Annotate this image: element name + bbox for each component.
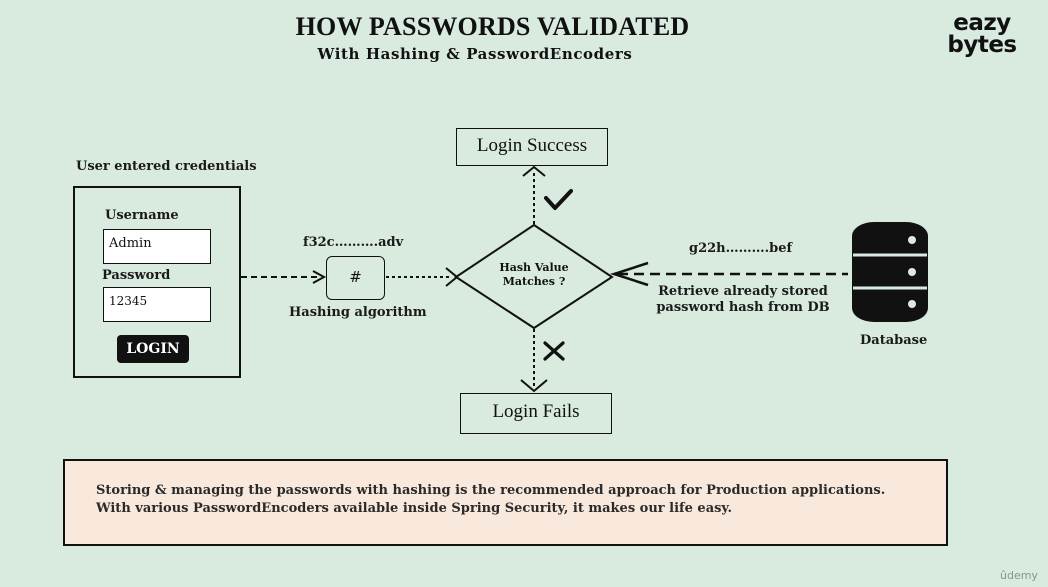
eazybytes-logo: eazy bytes — [946, 10, 1018, 58]
cross-icon — [543, 341, 565, 361]
slide-subtitle: With Hashing & PasswordEncoders — [317, 45, 633, 63]
hash-icon: # — [326, 256, 385, 300]
password-field[interactable]: 12345 — [103, 287, 211, 322]
arrowhead-from-db — [609, 261, 649, 287]
arrowhead-to-fail — [520, 379, 548, 393]
login-button[interactable]: LOGIN — [117, 335, 189, 363]
arrowhead-to-hash — [312, 270, 327, 284]
retrieve-line-2: password hash from DB — [656, 300, 830, 315]
recommendation-note: Storing & managing the passwords with ha… — [63, 459, 948, 546]
retrieve-hash-label: Retrieve already stored password hash fr… — [650, 284, 836, 316]
hashing-algorithm-label: Hashing algorithm — [289, 305, 427, 320]
database-label: Database — [860, 333, 928, 348]
slide-title: HOW PASSWORDS VALIDATED — [295, 12, 690, 41]
login-fails-box: Login Fails — [460, 393, 612, 434]
username-field[interactable]: Admin — [103, 229, 211, 264]
stored-hash-label: g22h……….bef — [689, 241, 793, 256]
hash-value-label: f32c……….adv — [303, 235, 404, 250]
password-label: Password — [102, 268, 171, 283]
decision-diamond — [454, 223, 614, 330]
database-icon — [852, 222, 928, 322]
credentials-caption: User entered credentials — [76, 159, 257, 174]
checkmark-icon — [544, 189, 573, 210]
decision-label: Hash Value Matches ? — [478, 261, 590, 289]
udemy-watermark: ûdemy — [1000, 569, 1038, 582]
decision-line-1: Hash Value — [499, 261, 569, 274]
logo-line-1: eazy — [953, 10, 1011, 36]
retrieve-line-1: Retrieve already stored — [658, 284, 828, 299]
decision-line-2: Matches ? — [502, 275, 566, 288]
arrowhead-to-success — [522, 165, 546, 177]
credentials-panel — [73, 186, 241, 378]
logo-line-2: bytes — [947, 32, 1017, 58]
login-success-box: Login Success — [456, 128, 608, 166]
username-label: Username — [105, 208, 179, 223]
